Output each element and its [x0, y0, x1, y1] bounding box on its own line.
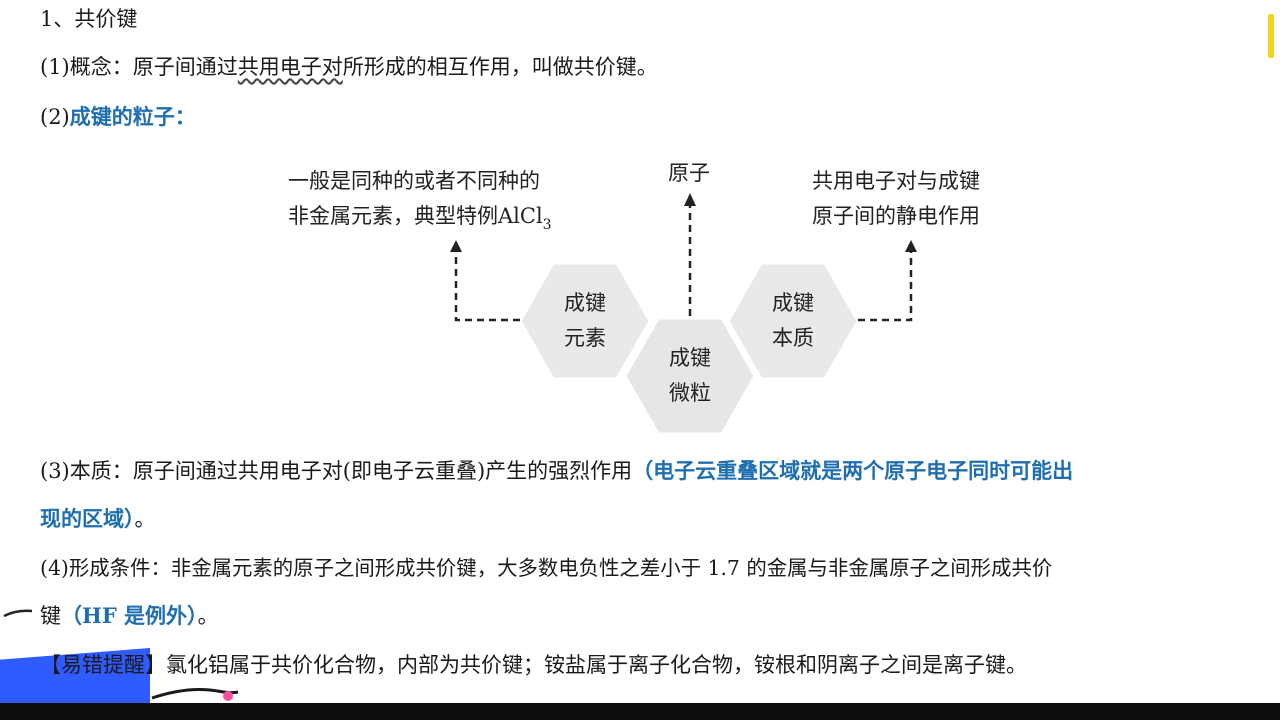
essence-end: 。	[134, 507, 156, 531]
element-note-sub: 3	[543, 217, 552, 233]
hex-left-line2: 元素	[564, 326, 606, 350]
concept-suffix: 所形成的相互作用，叫做共价键。	[342, 55, 658, 79]
essence-blue-1: （电子云重叠区域就是两个原子电子同时可能出	[632, 458, 1074, 483]
element-note-line1: 一般是同种的或者不同种的	[288, 169, 540, 193]
pen-stroke	[151, 688, 239, 701]
essence-note-line1: 共用电子对与成键	[812, 169, 980, 193]
condition-line2: 键（HF 是例外）。	[40, 601, 219, 631]
concept-underlined: 共用电子对	[237, 55, 343, 79]
hex-bond-particle	[623, 316, 757, 436]
essence-blue-2: 现的区域）	[40, 506, 135, 531]
hex-right-line1: 成键	[772, 291, 814, 315]
bottom-bar	[0, 703, 1280, 720]
scroll-accent	[1268, 14, 1274, 58]
essence-line1: (3)本质：原子间通过共用电子对(即电子云重叠)产生的强烈作用（电子云重叠区域就…	[40, 456, 1073, 486]
hex-right-line2: 本质	[772, 326, 814, 350]
arrowhead-right	[905, 240, 917, 252]
particles-prefix: (2)	[40, 105, 70, 129]
arrow-left	[454, 252, 520, 322]
arrow-right	[858, 252, 913, 322]
particles-label: 成键的粒子：	[69, 104, 196, 129]
condition-prefix: 键	[40, 604, 61, 628]
condition-blue: （HF 是例外）	[61, 603, 198, 628]
particles-heading: (2)成键的粒子：	[40, 102, 196, 132]
concept-line: (1)概念：原子间通过共用电子对所形成的相互作用，叫做共价键。	[40, 52, 658, 82]
pen-mark	[3, 609, 33, 618]
particle-note: 原子	[668, 161, 710, 185]
essence-note-line2: 原子间的静电作用	[812, 204, 980, 228]
hex-bond-element	[518, 261, 652, 381]
arrowhead-up	[684, 193, 696, 206]
element-note-line2-wrap: 非金属元素，典型特例AlCl3	[288, 204, 552, 233]
blue-annotation-blob	[0, 648, 150, 706]
essence-text: (3)本质：原子间通过共用电子对(即电子云重叠)产生的强烈作用	[40, 459, 633, 483]
condition-end: 。	[197, 604, 219, 628]
concept-prefix: (1)概念：原子间通过	[40, 55, 238, 79]
condition-line1: (4)形成条件：非金属元素的原子之间形成共价键，大多数电负性之差小于 1.7 的…	[40, 556, 1053, 580]
hex-mid-line2: 微粒	[669, 381, 711, 405]
arrowhead-left	[450, 240, 462, 252]
hex-left-line1: 成键	[564, 291, 606, 315]
hex-mid-line1: 成键	[669, 346, 711, 370]
essence-line2: 现的区域）。	[40, 504, 156, 534]
bonding-diagram: 成键 元素 成键 微粒 成键 本质 一般是同种的或者不同种的 非金属元素，典型特…	[288, 161, 980, 436]
section-title: 1、共价键	[40, 7, 138, 31]
element-note-line2: 非金属元素，典型特例AlCl	[288, 204, 543, 228]
tip-line: 【易错提醒】氯化铝属于共价化合物，内部为共价键；铵盐属于离子化合物，铵根和阴离子…	[40, 653, 1027, 677]
